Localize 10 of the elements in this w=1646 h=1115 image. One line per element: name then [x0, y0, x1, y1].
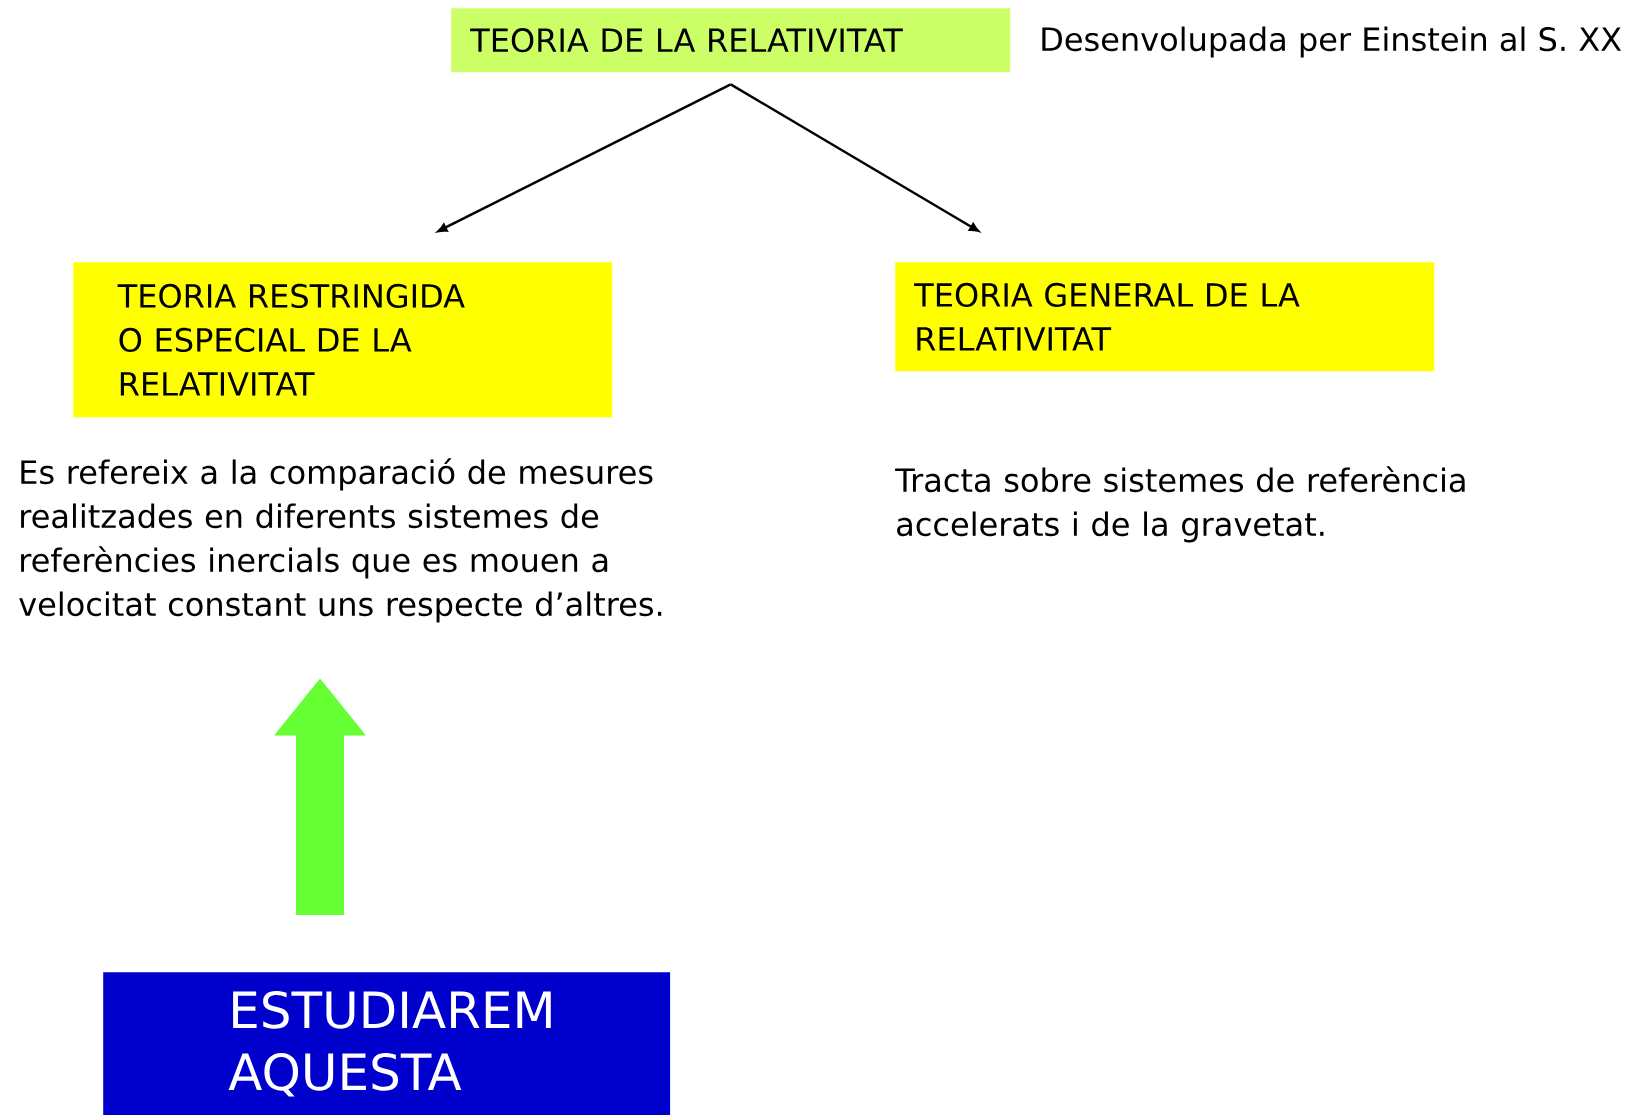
theory-box: TEORIA GENERAL DE LA RELATIVITAT	[895, 262, 1435, 372]
arrow	[437, 83, 732, 233]
description-text: Desenvolupada per Einstein al S. XX	[1042, 26, 1622, 58]
description-text: Tracta sobre sistemes de referència accelerats i de la gravetat.	[895, 466, 1465, 543]
highlight-box: ESTUDIAREM AQUESTA	[103, 972, 671, 1115]
title-box: TEORIA DE LA RELATIVITAT	[451, 8, 1011, 73]
arrow	[730, 83, 979, 232]
theory-box: TEORIA RESTRINGIDA O ESPECIAL DE LA RELATIVITAT	[73, 262, 613, 418]
block-arrow	[274, 678, 366, 915]
description-text: Es refereix a la comparació de mesures realitzades en diferents sistemes de referències inercials que es mouen a velocitat constant uns respecte d’altres.	[19, 458, 662, 623]
